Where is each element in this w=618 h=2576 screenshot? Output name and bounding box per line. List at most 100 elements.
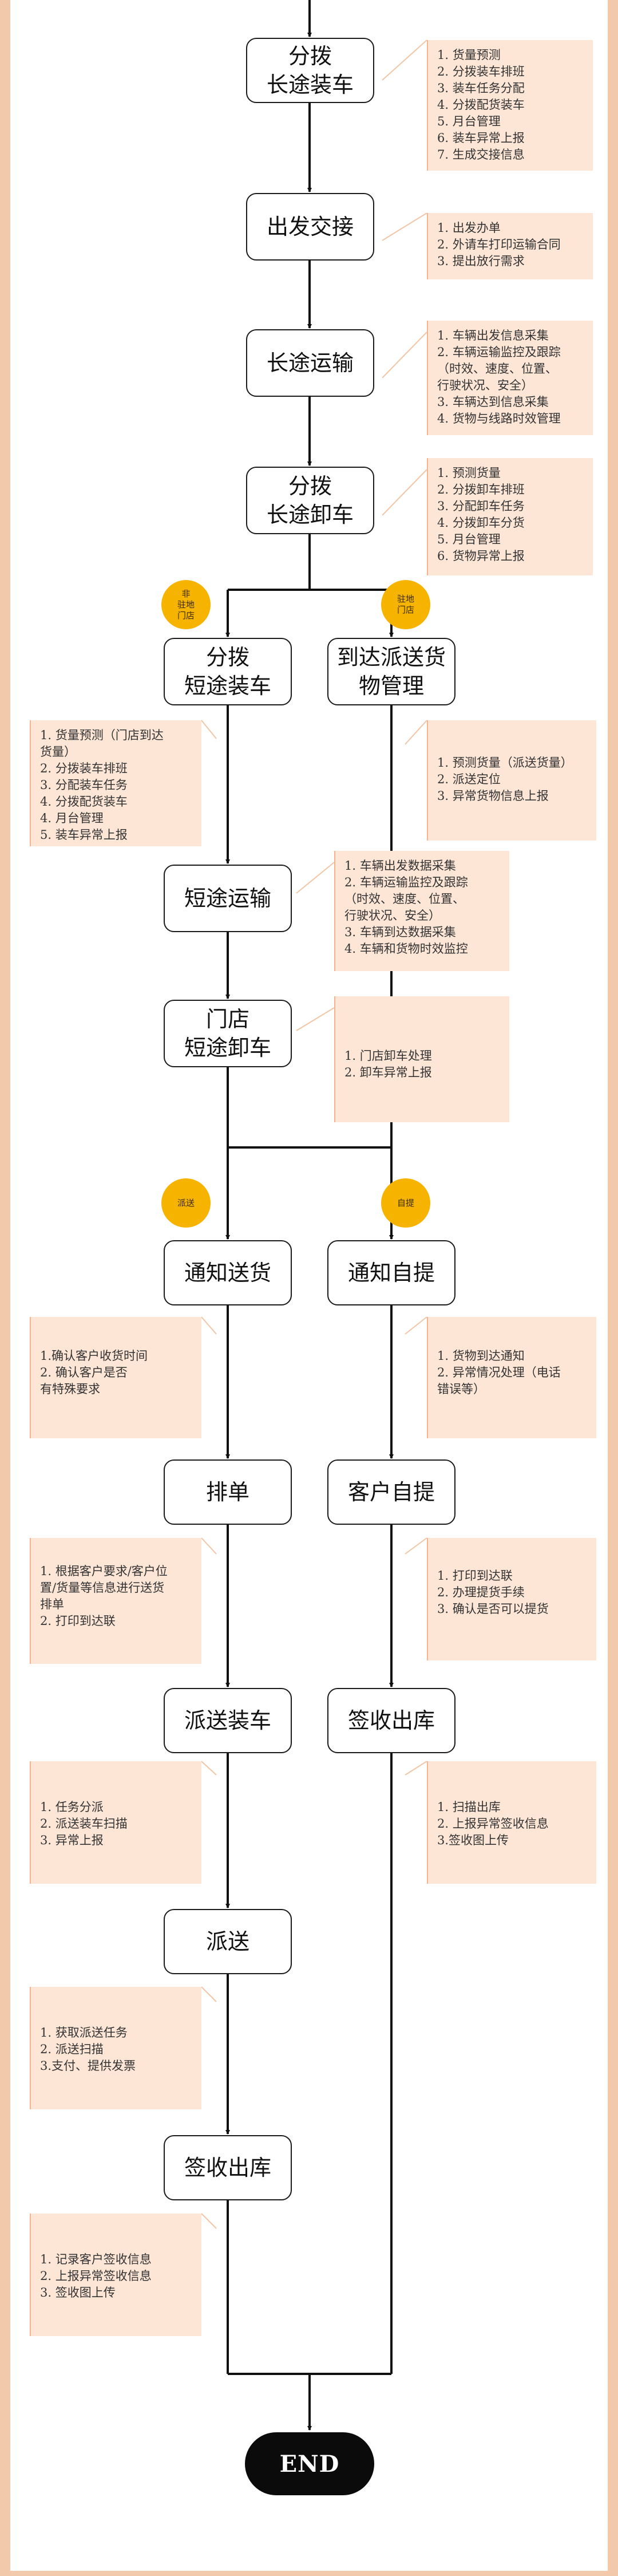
note-item: 1. 出发办单 (437, 221, 501, 235)
note-schedule: 1. 根据客户要求/客户位置/货量等信息进行送货排单 2. 打印到达联 (30, 1538, 201, 1664)
note-item: 2. 外请车打印运输合同 (437, 238, 561, 251)
note-item: 3. 装车任务分配 (437, 81, 525, 95)
note-item: 3. 车辆到达数据采集 (344, 925, 456, 939)
note-item: 2. 卸车异常上报 (344, 1066, 432, 1079)
note-arrive-dispatch-mgmt: 1. 预测货量（派送货量） 2. 派送定位 3. 异常货物信息上报 (427, 720, 596, 841)
note-item: 3. 异常货物信息上报 (437, 789, 549, 803)
note-item: 3. 分配卸车任务 (437, 499, 525, 513)
node-fenbo-longhaul-unload: 分拨 长途卸车 (246, 467, 374, 534)
node-customer-pickup: 客户自提 (327, 1459, 455, 1525)
note-item: 2. 车辆运输监控及跟踪 (344, 875, 468, 889)
note-item: 1. 任务分派 (40, 1800, 104, 1814)
note-item: 1.确认客户收货时间 (40, 1349, 148, 1363)
note-item: 6. 装车异常上报 (437, 131, 525, 145)
note-list: 1. 出发办单 2. 外请车打印运输合同 3. 提出放行需求 (437, 220, 585, 270)
note-list: 1. 预测货量（派送货量） 2. 派送定位 3. 异常货物信息上报 (437, 755, 588, 804)
node-signoff-out-right: 签收出库 (327, 1688, 455, 1753)
note-list: 1. 货物到达通知 2. 异常情况处理（电话错误等） (437, 1348, 588, 1398)
note-item: 行驶状况、安全） (437, 378, 533, 392)
node-fenbo-shorthaul-load: 分拨 短途装车 (164, 638, 292, 705)
badge-non-landing-store: 非 驻地 门店 (161, 580, 211, 629)
note-item: 3. 签收图上传 (40, 2286, 116, 2299)
note-item: 1. 车辆出发数据采集 (344, 859, 456, 873)
note-item: 1. 预测货量（派送货量） (437, 756, 573, 770)
note-item: 1. 扫描出库 (437, 1800, 501, 1814)
note-item: 2. 派送定位 (437, 772, 501, 786)
note-item: 3. 分配装车任务 (40, 778, 128, 792)
node-arrive-dispatch-mgmt: 到达派送货 物管理 (327, 638, 455, 705)
node-signoff-out-left: 签收出库 (164, 2135, 292, 2200)
note-item: 2. 办理提货手续 (437, 1585, 525, 1599)
note-store-shorthaul-unload: 1. 门店卸车处理 2. 卸车异常上报 (334, 996, 509, 1122)
note-item: 1. 货量预测 (437, 48, 501, 62)
right-border (608, 0, 618, 2576)
note-deliver: 1. 获取派送任务 2. 派送扫描 3.支付、提供发票 (30, 1987, 201, 2109)
note-item: 1. 车辆出发信息采集 (437, 329, 549, 342)
note-item: 货量） (40, 745, 76, 759)
note-item: 排单 (40, 1597, 64, 1611)
note-list: 1. 根据客户要求/客户位置/货量等信息进行送货排单 2. 打印到达联 (40, 1563, 193, 1630)
note-item: 3.签收图上传 (437, 1833, 509, 1847)
node-longhaul-transport: 长途运输 (246, 329, 374, 397)
node-store-shorthaul-unload: 门店 短途卸车 (164, 1000, 292, 1067)
bottom-border (0, 2571, 618, 2576)
note-item: 1. 获取派送任务 (40, 2026, 128, 2040)
note-item: 2. 分拨卸车排班 (437, 483, 525, 496)
note-item: 3. 提出放行需求 (437, 254, 525, 268)
note-item: 7. 生成交接信息 (437, 148, 525, 161)
note-list: 1. 门店卸车处理 2. 卸车异常上报 (344, 1048, 501, 1081)
note-item: 置/货量等信息进行送货 (40, 1581, 165, 1595)
note-item: 5. 装车异常上报 (40, 828, 128, 842)
note-item: 2. 上报异常签收信息 (437, 1817, 549, 1831)
note-item: 1. 货物到达通知 (437, 1349, 525, 1363)
node-dispatch-load: 派送装车 (164, 1688, 292, 1753)
note-item: 6. 货物异常上报 (437, 549, 525, 563)
node-deliver: 派送 (164, 1909, 292, 1974)
badge-delivery: 派送 (161, 1178, 211, 1228)
node-notify-pickup: 通知自提 (327, 1240, 455, 1305)
node-shorthaul-transport: 短途运输 (164, 865, 292, 932)
connector-lines (201, 0, 427, 2431)
note-item: 2. 确认客户是否 (40, 1366, 128, 1379)
node-fenbo-longhaul-load: 分拨 长途装车 (246, 38, 374, 103)
note-item: 2. 打印到达联 (40, 1614, 116, 1628)
note-item: 1. 门店卸车处理 (344, 1049, 432, 1063)
note-item: 1. 预测货量 (437, 466, 501, 480)
note-item: 3.支付、提供发票 (40, 2059, 136, 2073)
note-item: 2. 分拨装车排班 (437, 65, 525, 78)
badge-landing-store: 驻地 门店 (381, 580, 430, 629)
note-item: 2. 派送扫描 (40, 2042, 104, 2056)
note-item: 1. 记录客户签收信息 (40, 2252, 152, 2266)
note-item: （时效、速度、位置、 (344, 892, 465, 906)
note-item: 1. 根据客户要求/客户位 (40, 1564, 168, 1578)
note-item: 1. 打印到达联 (437, 1569, 513, 1583)
note-list: 1. 货量预测 2. 分拨装车排班 3. 装车任务分配 4. 分拨配货装车 5. 月台管… (437, 47, 585, 163)
note-item: 2. 车辆运输监控及跟踪 (437, 345, 561, 359)
node-schedule: 排单 (164, 1459, 292, 1525)
note-item: 1. 货量预测（门店到达 (40, 728, 164, 742)
note-item: 错误等） (437, 1382, 485, 1396)
note-item: 3. 异常上报 (40, 1833, 104, 1847)
note-item: 4. 月台管理 (40, 811, 104, 825)
note-fenbo-longhaul-load: 1. 货量预测 2. 分拨装车排班 3. 装车任务分配 4. 分拨配货装车 5. 月台管… (427, 40, 593, 171)
node-notify-delivery: 通知送货 (164, 1240, 292, 1305)
node-depart-handover: 出发交接 (246, 193, 374, 261)
note-item: 4. 分拨配货装车 (437, 98, 525, 112)
note-item: 2. 异常情况处理（电话 (437, 1366, 561, 1379)
note-item: 5. 月台管理 (437, 115, 501, 128)
end-terminal: END (245, 2432, 374, 2495)
note-signoff-out-right: 1. 扫描出库 2. 上报异常签收信息 3.签收图上传 (427, 1761, 596, 1884)
